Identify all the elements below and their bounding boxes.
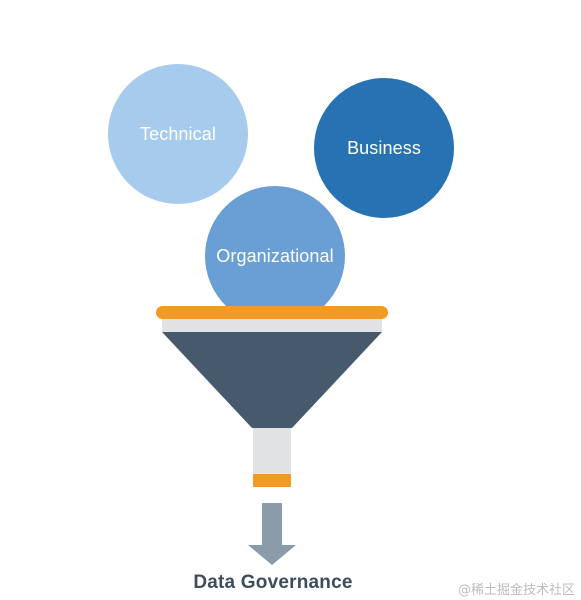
organizational-circle: Organizational (205, 186, 345, 326)
funnel-rim (156, 306, 388, 319)
funnel-spout (253, 428, 291, 474)
arrow-head (248, 545, 296, 565)
business-label: Business (347, 137, 421, 158)
funnel-body (162, 332, 382, 428)
watermark: @稀土掘金技术社区 (457, 583, 575, 598)
arrow-shaft (262, 503, 282, 545)
business-circle: Business (314, 78, 454, 218)
funnel-band (162, 319, 382, 332)
funnel-spout-ring (253, 474, 291, 487)
technical-circle: Technical (108, 64, 248, 204)
diagram-caption: Data Governance (193, 572, 353, 593)
organizational-label: Organizational (216, 245, 334, 266)
technical-label: Technical (140, 123, 216, 144)
